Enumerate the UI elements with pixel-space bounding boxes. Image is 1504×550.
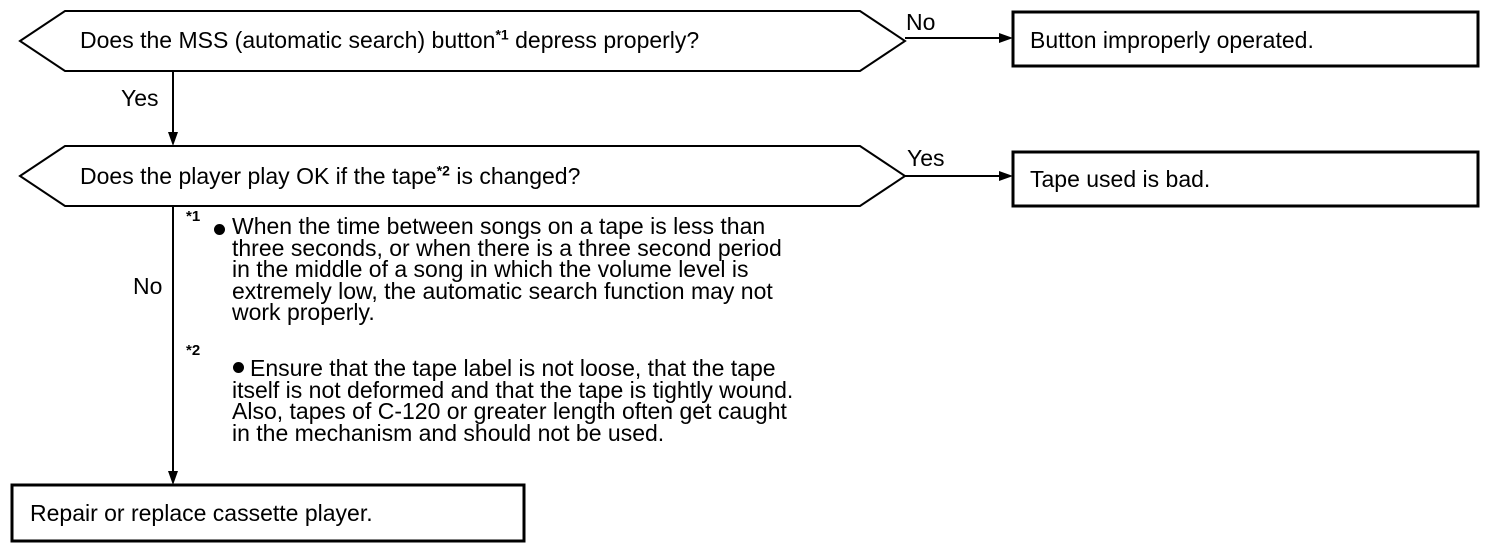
note2-text: Ensure that the tape label is not loose,…: [232, 355, 794, 446]
note2-bullet: [233, 362, 244, 373]
decision1-question-end: depress properly?: [515, 27, 700, 53]
result-box-1: [1011, 10, 1480, 68]
note1-mark: *1: [186, 208, 201, 225]
note2-line-1: Ensure that the tape label is not loose,…: [250, 355, 776, 381]
note2-mark: *2: [186, 342, 201, 359]
result-no-text: Button improperly operated.: [1030, 27, 1314, 53]
arrowhead-d2-no: [168, 471, 178, 485]
result-yes-text: Tape used is bad.: [1030, 166, 1211, 192]
decision2-footnote-mark: *2: [436, 162, 450, 179]
note1-text: When the time between songs on a tape is…: [232, 213, 782, 325]
decision2-question-end: is changed?: [456, 163, 581, 189]
decision1-shape: [18, 10, 907, 72]
decision1-footnote-mark: *1: [495, 26, 509, 43]
decision1-yes-label: Yes: [121, 85, 159, 111]
note2-line-2: itself is not deformed and that the tape…: [232, 376, 794, 403]
note1-bullet: [214, 224, 225, 235]
decision1-question: Does the MSS (automatic search) button*1…: [80, 26, 700, 53]
note1-line-4: extremely low, the automatic search func…: [232, 277, 773, 304]
decision2-question: Does the player play OK if the tape*2 is…: [80, 162, 581, 189]
decision2-question-start: Does the player play OK if the tape: [80, 163, 437, 189]
decision1-question-start: Does the MSS (automatic search) button: [80, 27, 496, 53]
final-box: [10, 483, 526, 543]
arrowhead-d1-yes: [168, 132, 178, 146]
decision2-no-label: No: [133, 273, 163, 299]
arrowhead-d2-yes: [999, 171, 1013, 181]
note1-line-3: in the middle of a song in which the vol…: [232, 256, 749, 282]
final-label: Repair or replace cassette player.: [30, 500, 373, 526]
arrowhead-d1-no: [999, 33, 1013, 43]
note1-line-1: When the time between songs on a tape is…: [232, 213, 766, 239]
note1-line-2: three seconds, or when there is a three …: [232, 234, 782, 261]
decision1-no-label: No: [906, 9, 936, 35]
note1-line-5: work properly.: [232, 299, 375, 325]
note2-line-3: Also, tapes of C-120 or greater length o…: [232, 398, 787, 424]
note2-line-4: in the mechanism and should not be used.: [232, 419, 665, 446]
result-box-2: [1011, 150, 1480, 208]
decision2-yes-label: Yes: [907, 145, 945, 171]
